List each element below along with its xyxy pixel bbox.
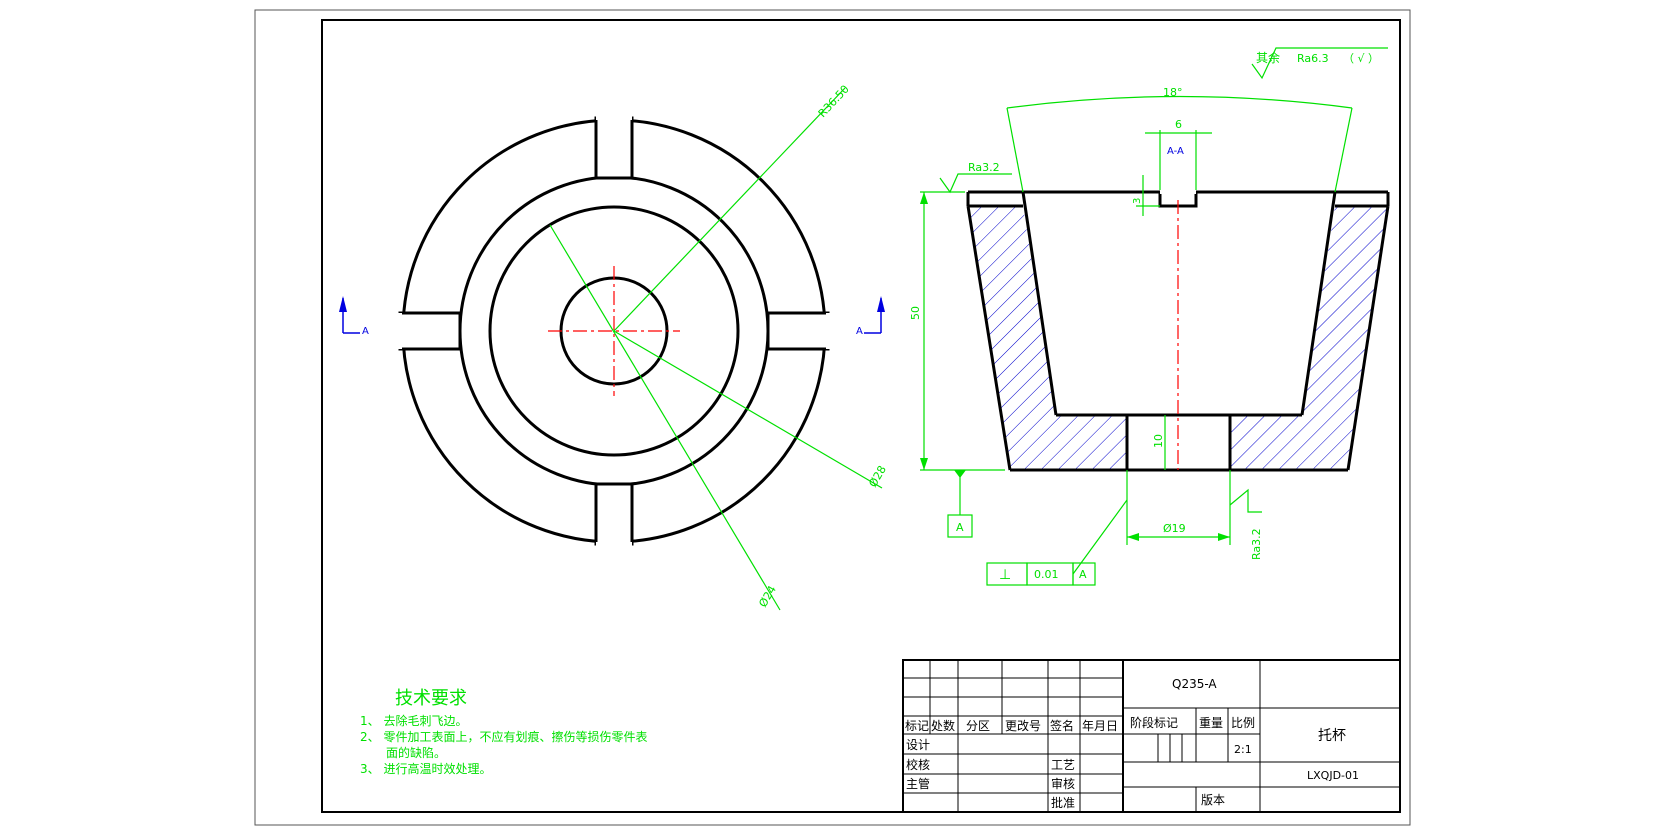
slot-top — [594, 116, 634, 180]
roughness-rest-label: Ra6.3 — [1297, 52, 1329, 65]
slot-depth-label: 3 — [1132, 198, 1143, 204]
roughness-rest-prefix: 其余 — [1256, 50, 1280, 65]
tech-requirement-2: 2、 零件加工表面上，不应有划痕、擦伤等损伤零件表 — [360, 729, 647, 744]
dimension-arrowheads — [920, 192, 1230, 541]
tb-header-0: 标记 — [905, 719, 929, 733]
section-dimensions — [920, 47, 1388, 586]
section-right-label: A — [856, 326, 863, 337]
tb-check: 校核 — [906, 757, 930, 772]
front-arcs — [398, 116, 830, 546]
tb-design: 设计 — [906, 738, 930, 752]
tb-header-3: 更改号 — [1005, 719, 1041, 733]
slot-right — [766, 311, 830, 351]
d-inner-label: Ø24 — [756, 583, 779, 609]
tech-requirement-3: 3、 进行高温时效处理。 — [360, 761, 491, 776]
hatch-left-wall — [968, 206, 1127, 470]
tol-symbol-label: ⊥ — [999, 567, 1011, 583]
section-view-label: A-A — [1167, 146, 1184, 157]
title-block — [902, 659, 1401, 813]
tb-process: 工艺 — [1051, 758, 1075, 772]
tb-part-name: 托杯 — [1318, 728, 1346, 744]
sheet-outer-border — [254, 9, 1411, 826]
tb-header-1: 处数 — [931, 718, 955, 733]
tb-header-2: 分区 — [966, 719, 990, 733]
tol-datum-label: A — [1079, 568, 1087, 581]
tb-header-5: 年月日 — [1082, 719, 1118, 733]
tb-version: 版本 — [1201, 793, 1225, 807]
d-mid-label: Ø28 — [866, 463, 889, 489]
bore-diameter-label: Ø19 — [1163, 522, 1186, 535]
bottom-thickness-label: 10 — [1152, 434, 1165, 448]
tb-review: 审核 — [1051, 776, 1075, 791]
section-marker-left: A — [339, 296, 369, 337]
roughness-bottom-label: Ra3.2 — [1250, 528, 1263, 560]
tb-scale-label: 比例 — [1231, 716, 1255, 730]
tb-header-4: 签名 — [1050, 718, 1074, 733]
tol-value-label: 0.01 — [1034, 568, 1059, 581]
tb-weight: 重量 — [1199, 716, 1223, 730]
section-view — [966, 190, 1390, 472]
tb-material: Q235-A — [1172, 677, 1217, 691]
sheet-inner-border — [321, 19, 1401, 813]
tb-supervisor: 主管 — [906, 776, 930, 791]
height-label: 50 — [909, 306, 922, 320]
tech-requirements-title: 技术要求 — [395, 688, 467, 709]
front-dimension-lines — [549, 87, 883, 611]
tb-scale: 2:1 — [1234, 743, 1252, 756]
tech-requirements: 技术要求 1、 去除毛刺飞边。 2、 零件加工表面上，不应有划痕、擦伤等损伤零件… — [360, 688, 647, 776]
slot-left — [398, 311, 462, 351]
title-block-text: 标记 处数 分区 更改号 签名 年月日 设计 校核 工艺 主管 审核 批准 Q2… — [905, 677, 1359, 810]
r-outer-label: R36.50 — [816, 83, 852, 120]
slot-width-label: 6 — [1175, 118, 1182, 131]
tech-requirement-1: 1、 去除毛刺飞边。 — [360, 713, 467, 728]
tech-requirement-2b: 面的缺陷。 — [386, 745, 446, 760]
section-marker-right: A — [856, 296, 885, 337]
angle-label: 18° — [1163, 86, 1183, 99]
hatch-right-wall — [1230, 206, 1388, 470]
ring-inner-circle — [488, 205, 740, 457]
datum-label: A — [956, 521, 964, 534]
tb-drawing-number: LXQJD-01 — [1307, 769, 1359, 782]
tb-approve: 批准 — [1051, 795, 1075, 810]
roughness-rest-suffix: （ √ ） — [1343, 52, 1379, 65]
front-centerlines — [548, 266, 680, 396]
section-left-label: A — [362, 326, 369, 337]
roughness-top-label: Ra3.2 — [968, 161, 1000, 174]
tb-stage-mark: 阶段标记 — [1130, 715, 1178, 730]
slot-bottom — [594, 482, 634, 546]
